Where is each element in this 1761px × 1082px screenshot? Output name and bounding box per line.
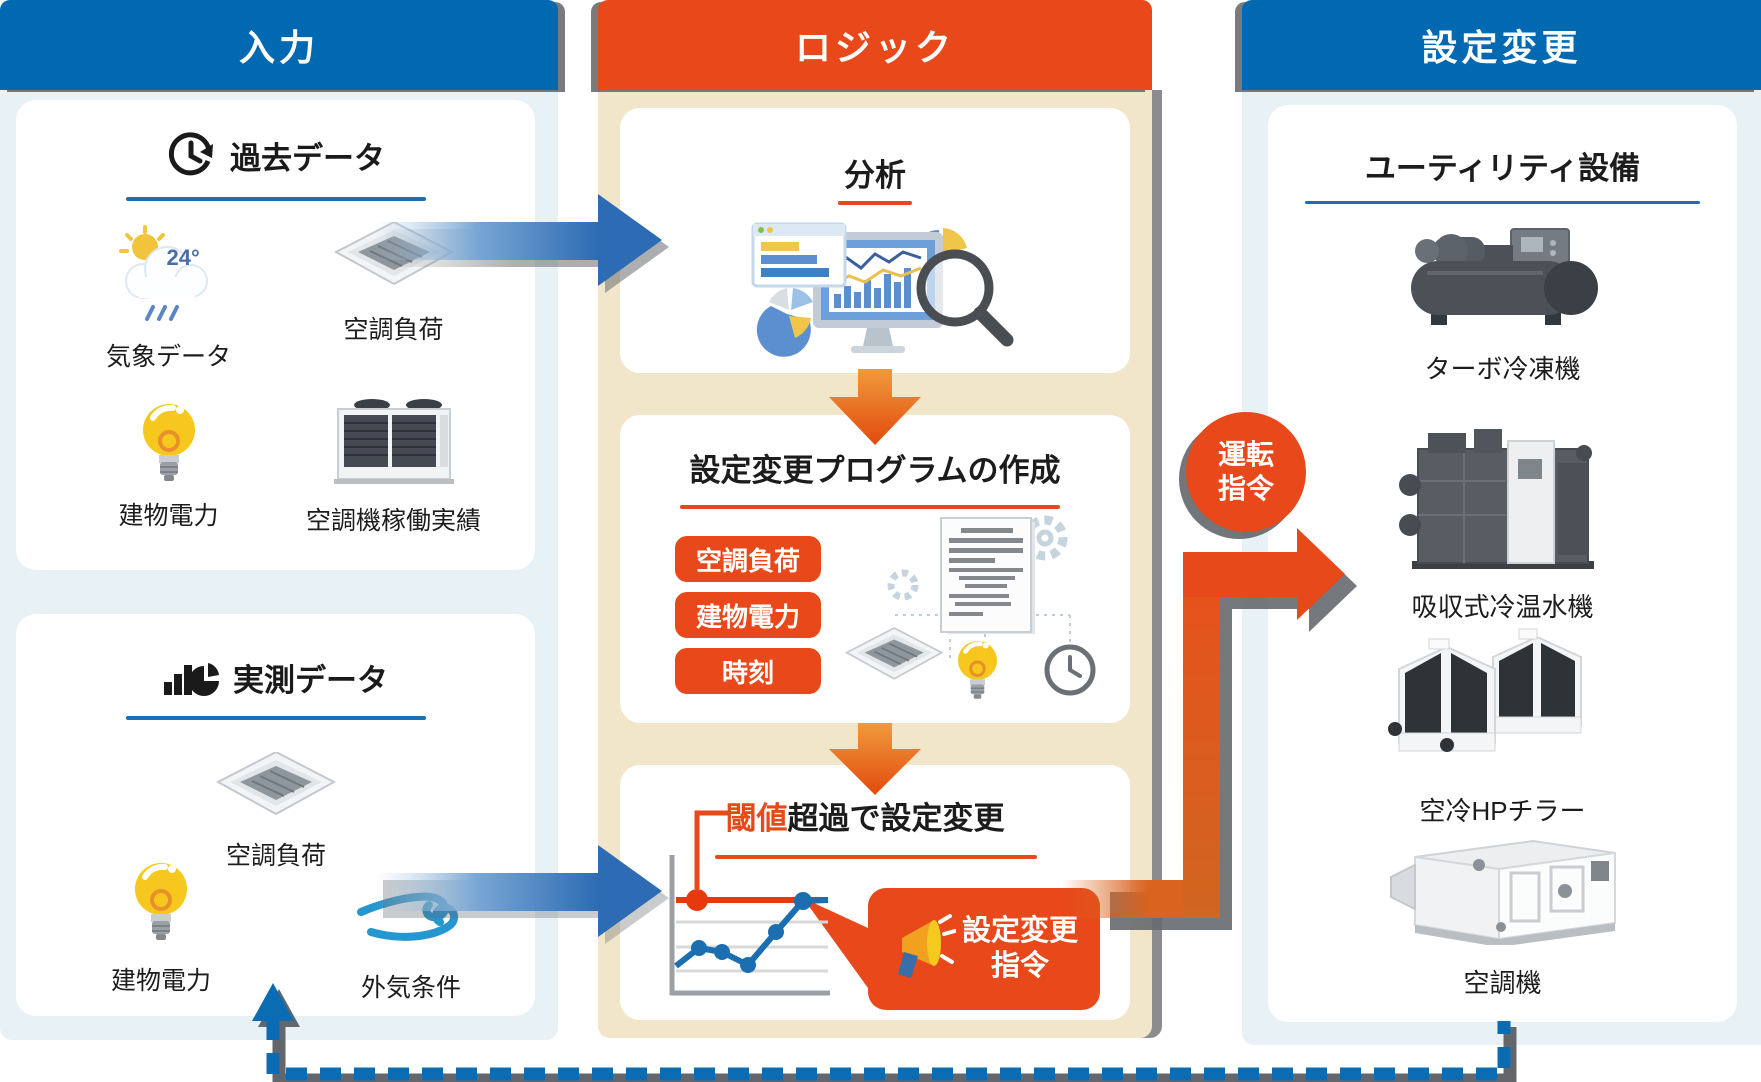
logic-header-label: ロジック <box>794 27 955 68</box>
list-item: 吸収式冷温水機 <box>1268 423 1737 624</box>
past-data-card-title: 過去データ <box>230 140 385 176</box>
program-underline <box>680 505 1060 509</box>
temperature-badge: 24° <box>166 245 200 270</box>
past-data-card: 過去データ 24° <box>16 100 535 570</box>
utility-underline <box>1305 201 1700 204</box>
operation-badge-line2: 指令 <box>1217 473 1274 504</box>
analysis-card-title: 分析 <box>844 158 906 193</box>
threshold-underline <box>715 855 1037 859</box>
weather-icon: 24° <box>109 225 229 325</box>
air-cooled-hp-chiller-image <box>1388 628 1582 752</box>
utility-card-title: ユーティリティ設備 <box>1364 151 1641 186</box>
program-tag-aircon-load: 空調負荷 <box>675 536 821 582</box>
history-clock-icon <box>168 132 213 176</box>
program-card: 設定変更プログラムの作成 空調負荷 建物電力 時刻 <box>620 415 1130 723</box>
threshold-card-title: 閾値 超過で設定変更 <box>610 793 1120 838</box>
logic-column-header: ロジック <box>598 0 1152 90</box>
past-data-underline <box>126 197 426 201</box>
operation-command-badge: 運転 指令 <box>1186 412 1306 532</box>
list-item-label: 外気条件 <box>360 974 461 1002</box>
setting-change-command-badge: 設定変更 指令 <box>868 888 1100 1010</box>
measured-data-card-header: 実測データ <box>16 654 535 700</box>
bar-pie-chart-icon <box>164 663 219 696</box>
command-badge-line1: 設定変更 <box>961 915 1078 948</box>
threshold-chart-illustration <box>669 810 868 996</box>
threshold-card: 閾値 超過で設定変更 <box>620 765 1130 1020</box>
ac-cassette-icon <box>334 222 453 285</box>
turbo-chiller-image <box>1410 228 1598 325</box>
list-item: 外気条件 <box>306 882 516 1004</box>
list-item-label: 空調負荷 <box>225 842 326 870</box>
program-document-illustration <box>845 515 1096 710</box>
air-handling-unit-image <box>1389 839 1616 945</box>
list-item: 24° 気象データ <box>61 225 276 373</box>
lightbulb-icon <box>139 400 199 484</box>
program-tag-building-power: 建物電力 <box>675 592 821 638</box>
input-column-header: 入力 <box>0 0 558 90</box>
threshold-title-highlight: 閾値 <box>725 801 788 836</box>
measured-data-card-title: 実測データ <box>233 662 388 698</box>
lightbulb-icon <box>131 859 191 943</box>
list-item: 空調負荷 <box>281 222 506 346</box>
list-item: 空調負荷 <box>166 752 386 872</box>
list-item-label: 建物電力 <box>118 502 219 530</box>
threshold-title-rest: 超過で設定変更 <box>787 801 1005 836</box>
ac-cassette-icon <box>217 752 335 815</box>
list-item-label: ターボ冷凍機 <box>1424 354 1581 384</box>
output-header-label: 設定変更 <box>1421 27 1582 68</box>
list-item: 建物電力 <box>71 400 266 532</box>
analysis-underline <box>838 201 912 205</box>
list-item-label: 建物電力 <box>110 967 211 995</box>
list-item-label: 空調負荷 <box>343 316 444 344</box>
list-item-label: 気象データ <box>105 343 231 371</box>
list-item: 空冷HPチラー <box>1268 617 1737 828</box>
analysis-card: 分析 <box>620 108 1130 373</box>
list-item: 空調機 <box>1268 835 1737 1000</box>
measured-data-card: 実測データ 空調負荷 建物電力 外気条件 <box>16 614 535 1016</box>
megaphone-icon <box>897 914 956 978</box>
input-header-label: 入力 <box>238 27 319 68</box>
list-item-label: 吸収式冷温水機 <box>1411 592 1594 622</box>
program-tag-time: 時刻 <box>675 648 821 694</box>
command-badge-line2: 指令 <box>990 950 1049 982</box>
program-card-title: 設定変更プログラムの作成 <box>689 453 1061 488</box>
list-item-label: 空冷HPチラー <box>1419 796 1586 826</box>
list-item-label: 空調機 <box>1463 968 1542 998</box>
data-analysis-illustration <box>751 222 1014 357</box>
measured-data-underline <box>126 716 426 720</box>
list-item: ターボ冷凍機 <box>1268 215 1737 386</box>
past-data-card-header: 過去データ <box>16 130 535 180</box>
wind-icon <box>357 892 459 941</box>
list-item: 空調機稼働実績 <box>266 395 521 537</box>
list-item-label: 空調機稼働実績 <box>305 507 481 535</box>
ac-outdoor-unit-icon <box>333 399 454 484</box>
utility-equipment-card: ユーティリティ設備 ターボ冷凍機 <box>1268 105 1737 1022</box>
output-column-header: 設定変更 <box>1242 0 1761 90</box>
operation-badge-line1: 運転 <box>1217 439 1274 471</box>
absorption-chiller-image <box>1398 429 1594 569</box>
list-item: 建物電力 <box>66 859 256 997</box>
